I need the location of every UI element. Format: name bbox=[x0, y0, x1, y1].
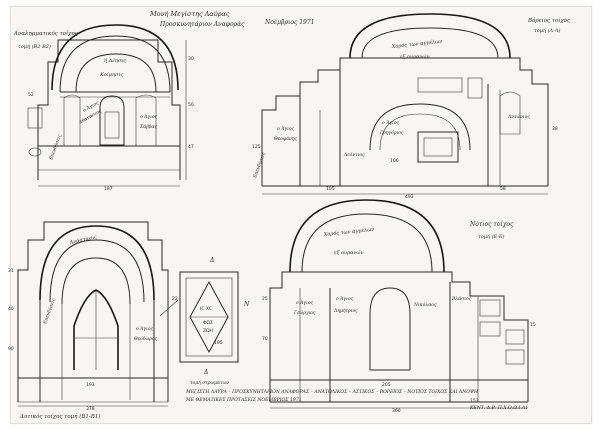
center-bottom-label: Δ bbox=[203, 369, 208, 376]
header-line1: Μονή Μεγίστης Λαύρας bbox=[149, 9, 230, 18]
label-dimitrios: Δημήτριος bbox=[333, 307, 358, 314]
dim-153: 153 bbox=[470, 398, 479, 404]
dim-105: 105 bbox=[326, 186, 335, 192]
dim-52: 52 bbox=[28, 92, 34, 98]
label-br-ouranon: εξ ουρανών bbox=[334, 249, 364, 256]
label-anastasis: Ανάστασις bbox=[68, 233, 98, 246]
dim-205: 205 bbox=[382, 382, 391, 388]
dim-100: 100 bbox=[390, 158, 399, 164]
label-georgios: Γεώργιος bbox=[293, 309, 316, 316]
dim-30: 30 bbox=[188, 56, 194, 62]
west-wall-2-title: Δυτικός τοίχος τομή (Β1-Β1) bbox=[19, 413, 100, 420]
dim-187: 187 bbox=[104, 186, 113, 192]
center-ic-xc: IC XC bbox=[200, 306, 212, 312]
dim-125: 125 bbox=[252, 144, 261, 150]
footer-caption: ΜΕΓΙΣΤΗ ΛΑΥΡΑ – ΠΡΟΣΚΥΝΗΤΑΡΙΟΝ ΑΝΑΦΟΡΑΣ … bbox=[185, 389, 528, 411]
dim-193: 193 bbox=[86, 382, 95, 388]
west-wall-title: Αναλημματικός τοίχος bbox=[13, 30, 79, 37]
west-wall-subtitle: τομή (Β2-Β2) bbox=[18, 43, 51, 50]
dim-360: 360 bbox=[392, 408, 401, 414]
label-angels: Χορός των αγγέλων bbox=[390, 38, 442, 50]
label-tr-agios2: ο Άγιος bbox=[382, 119, 400, 126]
dim-22: 22 bbox=[172, 296, 178, 302]
elevation-top-left: Αναλημματικός τοίχος τομή (Β2-Β2) ή Δέησ… bbox=[13, 24, 194, 192]
dim-40: 40 bbox=[8, 306, 14, 312]
label-koimisis: Κοίμησις bbox=[99, 71, 123, 78]
center-zoi: ΖΩΗ bbox=[203, 328, 213, 334]
dim-47: 47 bbox=[188, 144, 194, 150]
label-bl-agios: ο Άγιος bbox=[136, 325, 154, 332]
dim-58: 58 bbox=[500, 186, 506, 192]
elevation-bottom-left: Ανάστασις ο Άγιος Θεόδωρος Επενδύσεις 37… bbox=[8, 221, 178, 420]
south-wall-title: Νότιος τοίχος bbox=[469, 221, 514, 228]
label-br-agios1: ο Άγιος bbox=[296, 299, 314, 306]
header-date: Νοέμβριος 1971 bbox=[264, 19, 314, 26]
dim-31: 31 bbox=[8, 268, 14, 274]
dim-38: 38 bbox=[552, 126, 558, 132]
center-caption: τομή στρωμάτων bbox=[190, 379, 229, 386]
label-savvas: Σάββας bbox=[139, 123, 157, 130]
elevation-top-right: Βόρειος τοίχος τομή (Λ-Λ) Χορός των αγγέ… bbox=[251, 13, 571, 200]
label-grigorios: Γρηγόριος bbox=[379, 129, 404, 136]
dim-90: 90 bbox=[8, 346, 14, 352]
dim-70: 70 bbox=[262, 336, 268, 342]
label-br-agios2: ο Άγιος bbox=[336, 295, 354, 302]
label-deesis: ή Δέησις bbox=[104, 57, 126, 64]
south-wall-subtitle: τομή (Ε-Ε) bbox=[478, 233, 505, 240]
header-line2: Προσκυνητάριον Αναφοράς bbox=[159, 21, 245, 28]
dim-15: 15 bbox=[530, 322, 536, 328]
svg-text:Επενδύσεις: Επενδύσεις bbox=[47, 133, 63, 162]
label-tr-agios1: ο Άγιος bbox=[277, 125, 295, 132]
svg-text:N: N bbox=[243, 301, 250, 308]
footer-line1: ΜΕΓΙΣΤΗ ΛΑΥΡΑ – ΠΡΟΣΚΥΝΗΤΑΡΙΟΝ ΑΝΑΦΟΡΑΣ … bbox=[185, 389, 479, 395]
dim-493: 493 bbox=[405, 194, 414, 200]
dim-378: 378 bbox=[86, 406, 95, 412]
label-agios-2: ο Άγιος bbox=[140, 113, 158, 120]
label-nikolaos: Νικόλαος bbox=[413, 301, 437, 308]
center-fos: ΦΩΣ bbox=[203, 320, 213, 326]
center-top-label: Δ bbox=[209, 257, 214, 264]
svg-text:Επενδύσεις: Επενδύσεις bbox=[251, 151, 267, 180]
north-wall-title: Βόρειος τοίχος bbox=[527, 17, 571, 24]
north-wall-subtitle: τομή (Λ-Λ) bbox=[534, 27, 560, 34]
label-br-angels: Χορός των αγγέλων bbox=[322, 226, 374, 238]
elevation-bottom-right: Νότιος τοίχος τομή (Ε-Ε) Χορός των αγγέλ… bbox=[214, 199, 536, 414]
dim-195: 195 bbox=[214, 340, 223, 346]
center-section-panel: Δ IC XC ΦΩΣ ΖΩΗ Δ τομή στρωμάτων N bbox=[159, 257, 250, 386]
label-antonios: Αντώνιος bbox=[507, 113, 530, 120]
label-ouranon: εξ ουρανών bbox=[400, 53, 430, 60]
dim-25: 25 bbox=[262, 296, 268, 302]
dim-50: 50 bbox=[188, 102, 194, 108]
svg-text:Επενδύσεις: Επενδύσεις bbox=[41, 297, 57, 326]
footer-line2: ΜΕ ΘΕΜΑΤΙΚΕΣ ΠΡΟΤΑΣΕΙΣ ΝΟΕΜΒΡΙΟΣ 1971 bbox=[185, 397, 302, 403]
label-theodoros: Θεόδωρος bbox=[134, 335, 158, 342]
label-theofanis: Θεοφάνης bbox=[274, 135, 297, 142]
footer-line3: ΚΕΝΤ. Δ.Β. Π.Χ.Ο.Ω.Ι.Α1 bbox=[469, 405, 528, 411]
label-vlasios: Βλάσιος bbox=[451, 295, 472, 302]
label-leontios: Λεόντιος bbox=[343, 151, 365, 158]
paper bbox=[10, 6, 592, 424]
